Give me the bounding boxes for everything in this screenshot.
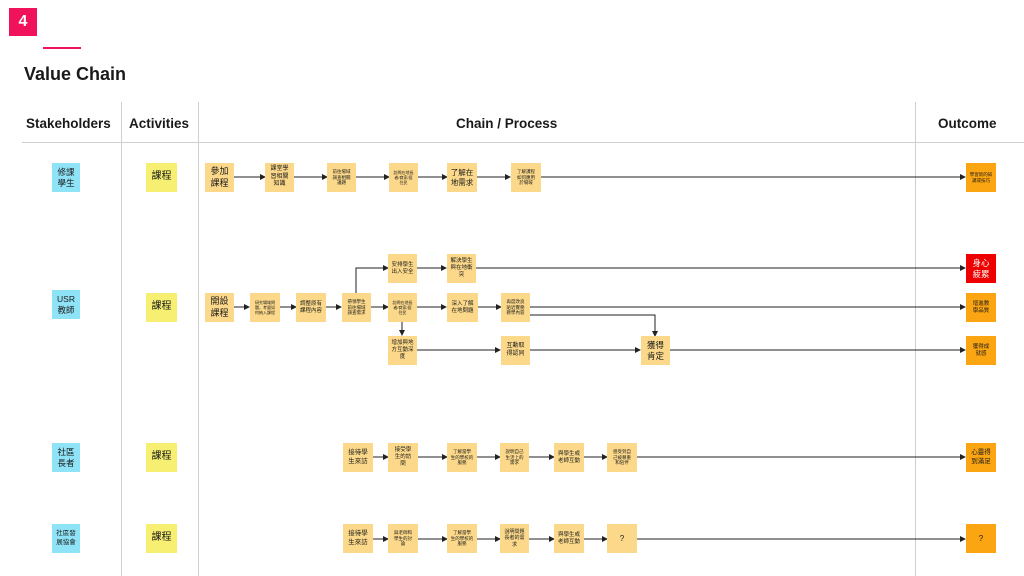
step-sticky: 與學生或老師互動 xyxy=(554,524,584,553)
step-sticky: 調整原有課程內容 xyxy=(296,293,326,322)
step-sticky: 深入了解在地問題 xyxy=(447,293,478,322)
step-sticky: 互動取得認同 xyxy=(501,336,530,365)
stakeholder-sticky: 社區長者 xyxy=(52,443,80,472)
step-sticky: 接受學生的訪問 xyxy=(388,443,418,472)
activity-sticky: 課程 xyxy=(146,524,177,553)
step-sticky: 說明自己生活上的需求 xyxy=(500,443,529,472)
outcome-sticky: 獲得成就感 xyxy=(966,336,996,365)
arrow xyxy=(355,265,389,293)
arrow xyxy=(516,314,658,337)
step-sticky: 與老師和學生的討論 xyxy=(388,524,418,553)
title-accent-bar xyxy=(43,47,81,49)
step-sticky: 訪問在地長者/商家/居住民 xyxy=(389,163,418,192)
step-sticky: 解決學生與在地衝突 xyxy=(447,254,476,283)
step-sticky: 開設課程 xyxy=(205,293,234,322)
step-sticky: 研究場域問題，考量如何納入課程 xyxy=(250,293,280,322)
outcome-sticky: ? xyxy=(966,524,996,553)
step-sticky: 再度改良貼近實務教學內容 xyxy=(501,293,530,322)
activity-sticky: 課程 xyxy=(146,293,177,322)
step-sticky: 說明問題長者的需求 xyxy=(500,524,529,553)
step-sticky: 增加與地方互動深度 xyxy=(388,336,417,365)
column-divider xyxy=(915,102,916,576)
outcome-sticky: 增進教學品質 xyxy=(966,293,996,322)
step-sticky: 感受到自己被尊重和陪伴 xyxy=(607,443,637,472)
page-title: Value Chain xyxy=(24,64,127,84)
slide-number-badge: 4 xyxy=(9,8,37,36)
step-sticky: 課堂學習相關知識 xyxy=(265,163,294,192)
step-sticky: 獲得肯定 xyxy=(641,336,670,365)
step-sticky: 安排學生出入安全 xyxy=(388,254,417,283)
stakeholder-sticky: 社區發展協會 xyxy=(52,524,80,553)
column-divider xyxy=(121,102,122,576)
header-divider xyxy=(22,142,1024,143)
step-sticky: 與學生或老師互動 xyxy=(554,443,584,472)
outcome-sticky-alert: 身心疲累 xyxy=(966,254,996,283)
activity-sticky: 課程 xyxy=(146,443,177,472)
outcome-sticky: 心靈得到滿足 xyxy=(966,443,996,472)
outcome-sticky: 學習新的知識或技巧 xyxy=(966,163,996,192)
step-sticky: 了解當學生的學校的服務 xyxy=(447,443,477,472)
header-outcome: Outcome xyxy=(938,116,997,131)
activity-sticky: 課程 xyxy=(146,163,177,192)
header-activities: Activities xyxy=(129,116,190,131)
step-sticky: 前往場域調查相關議題 xyxy=(327,163,356,192)
step-sticky: 接待學生來訪 xyxy=(343,524,373,553)
column-divider xyxy=(198,102,199,576)
step-sticky: 參加課程 xyxy=(205,163,234,192)
header-stakeholders: Stakeholders xyxy=(26,116,111,131)
step-sticky: ? xyxy=(607,524,637,553)
step-sticky: 帶領學生前往場域調查需求 xyxy=(342,293,371,322)
header-chain-process: Chain / Process xyxy=(456,116,558,131)
step-sticky: 了解課程如何應用於場域 xyxy=(511,163,541,192)
step-sticky: 了解當學生的學校的服務 xyxy=(447,524,477,553)
step-sticky: 了解在地需求 xyxy=(447,163,477,192)
step-sticky: 接待學生來訪 xyxy=(343,443,373,472)
stakeholder-sticky: 修課學生 xyxy=(52,163,80,192)
step-sticky: 訪問在地長者/商家/居住民 xyxy=(388,293,417,322)
